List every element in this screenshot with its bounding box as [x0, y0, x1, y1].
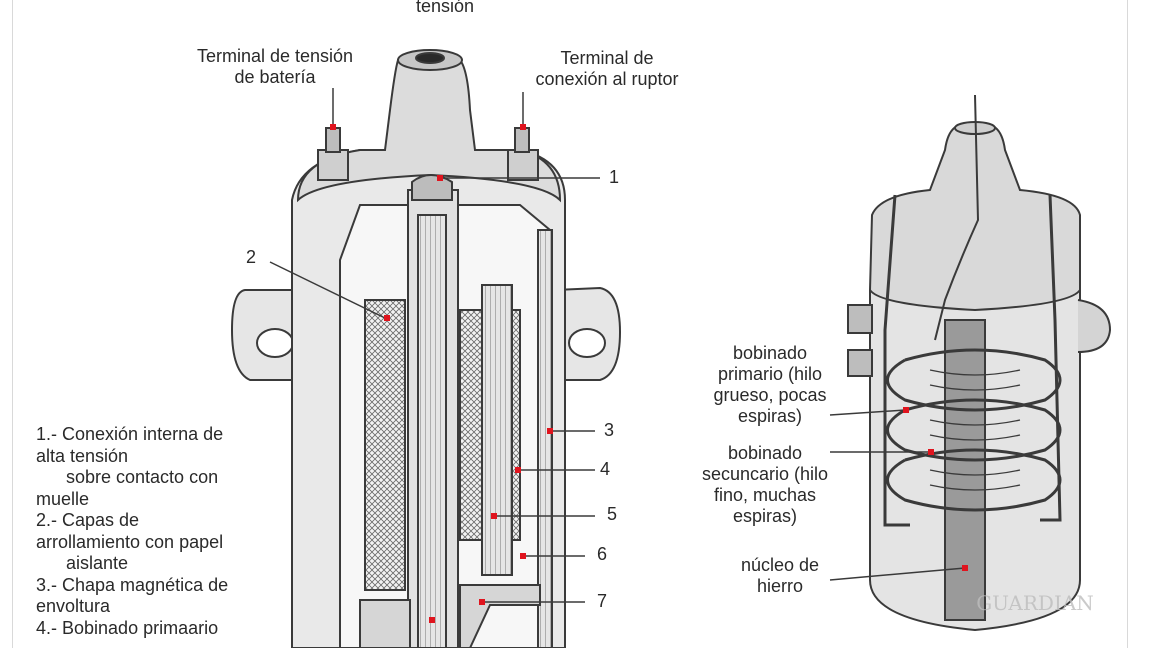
callout-1: 1: [609, 167, 620, 187]
legend: 1.- Conexión interna de alta tensión sob…: [36, 424, 286, 639]
callout-2: 2: [246, 247, 257, 267]
breaker-terminal-label: Terminal de conexión al ruptor: [535, 48, 679, 89]
top-label: tensión: [415, 0, 475, 16]
secondary-winding-label: bobinado secuncario (hilo fino, muchas e…: [701, 443, 829, 526]
legend-line: 2.- Capas de: [36, 510, 140, 530]
legend-line: muelle: [36, 488, 90, 509]
right-border: [1127, 0, 1128, 648]
watermark: GUARDIAN: [976, 591, 1094, 615]
cutaway-coil: [230, 49, 622, 648]
legend-line: alta tensión: [36, 445, 129, 466]
callout-7: 7: [597, 591, 608, 611]
callout-4: 4: [600, 459, 611, 479]
legend-line: envoltura: [36, 596, 111, 616]
callout-6: 6: [597, 544, 608, 564]
legend-line: 1.- Conexión interna de: [36, 424, 224, 444]
right-leaders: [829, 409, 966, 581]
callout-3: 3: [604, 420, 615, 440]
legend-line: 4.- Bobinado primaario: [36, 617, 219, 638]
legend-line: sobre contacto con: [66, 467, 219, 487]
battery-terminal-label: Terminal de tensión de batería: [196, 46, 354, 87]
core-label: núcleo de hierro: [740, 555, 820, 596]
transparent-coil: [847, 94, 1112, 632]
primary-winding-label: bobinado primario (hilo grueso, pocas es…: [713, 343, 827, 426]
legend-line: arrollamiento con papel: [36, 531, 224, 552]
legend-line: aislante: [66, 553, 129, 573]
callout-5: 5: [607, 504, 618, 524]
legend-line: 3.- Chapa magnética de: [36, 574, 229, 595]
red-markers: [330, 124, 968, 623]
left-border: [12, 0, 13, 648]
leader-lines: [269, 88, 600, 603]
